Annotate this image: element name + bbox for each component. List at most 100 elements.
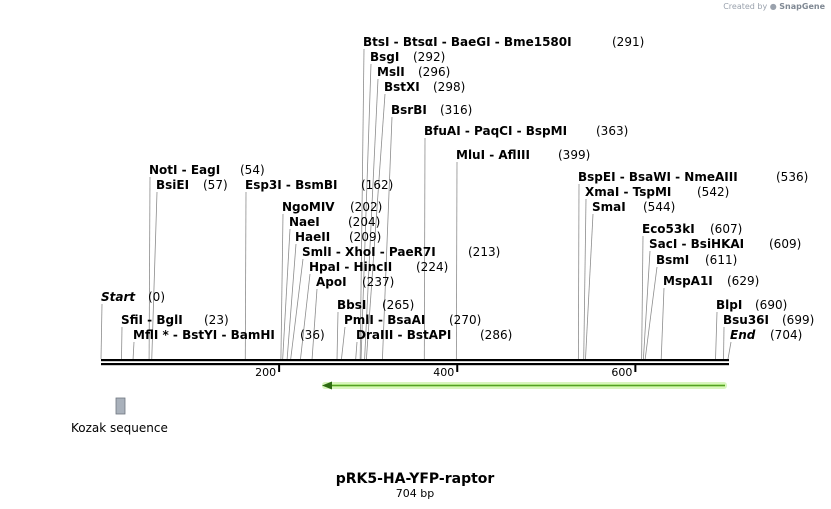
restriction-site-label[interactable]: BstXI	[384, 80, 420, 94]
site-leader-line	[244, 191, 247, 360]
restriction-site-position: (629)	[727, 274, 759, 288]
restriction-site-label[interactable]: MspA1I	[663, 274, 713, 288]
restriction-site-position: (536)	[776, 170, 808, 184]
site-leader-line	[359, 48, 365, 360]
restriction-site-position: (237)	[362, 275, 394, 289]
site-leader-line	[282, 228, 291, 360]
restriction-site-label[interactable]: End	[730, 328, 756, 342]
restriction-site-position: (298)	[433, 80, 465, 94]
feature-kozak[interactable]: Kozak sequence	[71, 397, 168, 435]
site-leader-line	[290, 258, 304, 360]
site-leader-line	[382, 116, 393, 360]
site-leader-line	[727, 341, 732, 360]
restriction-site-position: (699)	[782, 313, 814, 327]
orf-arrow[interactable]	[322, 381, 727, 390]
restriction-site-label[interactable]: Esp3I - BsmBI	[245, 178, 337, 192]
site-leader-line	[100, 303, 103, 360]
site-leader-line	[336, 311, 339, 360]
restriction-site-label[interactable]: MluI - AflIII	[456, 148, 530, 162]
restriction-site-label[interactable]: ApoI	[316, 275, 347, 289]
restriction-site-label[interactable]: SmlI - XhoI - PaeR7I	[302, 245, 436, 259]
site-leader-line	[423, 137, 426, 360]
site-leader-line	[300, 273, 311, 360]
snapgene-logo-icon: ●	[769, 2, 777, 11]
restriction-site-label[interactable]: DraIII - BstAPI	[356, 328, 451, 342]
restriction-site-position: (57)	[203, 178, 228, 192]
site-leader-line	[148, 176, 151, 360]
restriction-site-label[interactable]: HaeII	[295, 230, 330, 244]
restriction-site-label[interactable]: BsiEI	[156, 178, 189, 192]
site-leader-line	[341, 326, 346, 360]
site-leader-line	[644, 266, 658, 360]
restriction-site-label[interactable]: BlpI	[716, 298, 742, 312]
site-leader-line	[355, 341, 358, 360]
restriction-site-label[interactable]: BfuAI - PaqCI - BspMI	[424, 124, 567, 138]
sequence-backbone	[101, 359, 729, 366]
restriction-site-label[interactable]: BtsI - BtsαI - BaeGI - Bme1580I	[363, 35, 572, 49]
plasmid-length: 704 bp	[396, 487, 434, 500]
restriction-site-position: (265)	[382, 298, 414, 312]
restriction-site-position: (270)	[449, 313, 481, 327]
site-leader-line	[715, 311, 718, 360]
restriction-site-label[interactable]: XmaI - TspMI	[585, 185, 671, 199]
site-leader-line	[583, 198, 587, 360]
restriction-site-label[interactable]: Start	[101, 290, 136, 304]
snapgene-credit: Created by ● SnapGene	[723, 2, 825, 11]
restriction-site-label[interactable]: BsmI	[656, 253, 689, 267]
restriction-site-label[interactable]: HpaI - HincII	[309, 260, 392, 274]
restriction-site-label[interactable]: MflI * - BstYI - BamHI	[133, 328, 275, 342]
credit-prefix: Created by	[723, 2, 768, 11]
restriction-site-position: (213)	[468, 245, 500, 259]
site-leader-line	[366, 93, 386, 360]
restriction-site-position: (690)	[755, 298, 787, 312]
ruler-tick-label: 400	[433, 366, 454, 379]
site-leader-line	[280, 213, 284, 360]
restriction-site-label[interactable]: NotI - EagI	[149, 163, 220, 177]
restriction-site-label[interactable]: PmlI - BsaAI	[344, 313, 425, 327]
ruler: 200 400 600	[255, 365, 637, 379]
kozak-label: Kozak sequence	[71, 421, 168, 435]
restriction-site-position: (399)	[558, 148, 590, 162]
restriction-site-label[interactable]: BsrBI	[391, 103, 427, 117]
kozak-box[interactable]	[115, 397, 126, 415]
plasmid-name: pRK5-HA-YFP-raptor	[336, 471, 495, 487]
site-leader-line	[151, 191, 158, 360]
site-leader-line	[660, 287, 665, 360]
restriction-site-label[interactable]: SacI - BsiHKAI	[649, 237, 744, 251]
site-leader-line	[286, 243, 297, 360]
restriction-site-position: (36)	[300, 328, 325, 342]
restriction-site-position: (292)	[413, 50, 445, 64]
site-leader-line	[642, 250, 651, 360]
restriction-site-position: (54)	[240, 163, 265, 177]
site-lines	[100, 48, 732, 360]
restriction-site-label[interactable]: BspEI - BsaWI - NmeAIII	[578, 170, 738, 184]
site-leader-line	[585, 213, 594, 360]
site-leader-line	[364, 78, 379, 360]
restriction-site-position: (611)	[705, 253, 737, 267]
ruler-tick-label: 200	[255, 366, 276, 379]
restriction-site-label[interactable]: Eco53kI	[642, 222, 695, 236]
restriction-site-label[interactable]: BbsI	[337, 298, 366, 312]
ruler-tick-label: 600	[611, 366, 632, 379]
restriction-site-position: (286)	[480, 328, 512, 342]
restriction-site-label[interactable]: NgoMIV	[282, 200, 335, 214]
restriction-site-label[interactable]: SmaI	[592, 200, 626, 214]
restriction-site-position: (296)	[418, 65, 450, 79]
restriction-site-position: (363)	[596, 124, 628, 138]
restriction-site-position: (316)	[440, 103, 472, 117]
restriction-site-label[interactable]: BsgI	[370, 50, 399, 64]
site-leader-line	[360, 63, 372, 360]
restriction-site-label[interactable]: Bsu36I	[723, 313, 769, 327]
site-leader-line	[577, 183, 580, 360]
restriction-site-label[interactable]: MslI	[377, 65, 405, 79]
restriction-site-position: (162)	[361, 178, 393, 192]
credit-brand: SnapGene	[779, 2, 825, 11]
restriction-site-position: (23)	[204, 313, 229, 327]
restriction-site-position: (609)	[769, 237, 801, 251]
restriction-site-label[interactable]: SfiI - BglI	[121, 313, 183, 327]
restriction-site-position: (224)	[416, 260, 448, 274]
restriction-site-position: (202)	[350, 200, 382, 214]
site-leader-line	[132, 341, 135, 360]
restriction-site-label[interactable]: NaeI	[289, 215, 320, 229]
